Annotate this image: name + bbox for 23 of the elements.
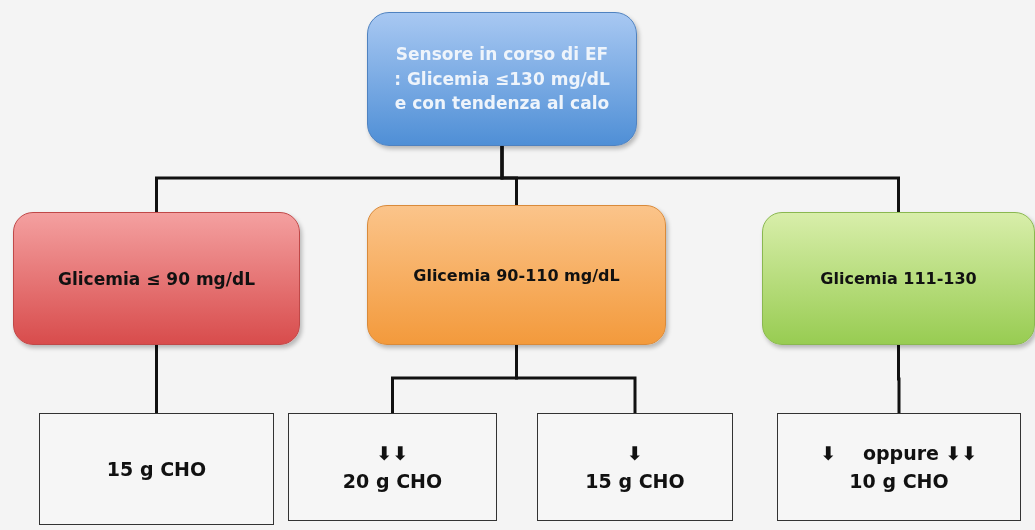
dose-text: 20 g CHO — [342, 469, 443, 494]
dose-box — [39, 413, 274, 525]
dose-text: ⬇ oppure ⬇⬇ — [820, 440, 978, 466]
connector-line — [897, 345, 901, 413]
box-label: Sensore in corso di EF : Glicemia ≤130 mg/dL e con tendenza al calo — [393, 43, 611, 116]
dose-text: 15 g CHO — [585, 469, 685, 494]
start-box — [367, 12, 637, 146]
dose-text: 15 g CHO — [106, 456, 207, 482]
dose-text: 10 g CHO — [849, 469, 949, 494]
connector-line — [155, 345, 158, 413]
dose-box — [288, 413, 497, 521]
range-box — [367, 205, 666, 345]
box-label: Glicemia ≤ 90 mg/dL — [58, 268, 255, 289]
connector-line — [515, 345, 637, 413]
range-box — [762, 212, 1035, 345]
range-box — [13, 212, 300, 345]
box-label: Glicemia 111-130 — [820, 269, 977, 288]
dose-box — [537, 413, 733, 521]
box-label: Glicemia 90-110 mg/dL — [413, 265, 620, 285]
dose-text: ⬇ — [627, 440, 643, 466]
dose-box — [777, 413, 1021, 521]
connector-line — [500, 146, 900, 212]
dose-text: ⬇⬇ — [376, 440, 409, 466]
